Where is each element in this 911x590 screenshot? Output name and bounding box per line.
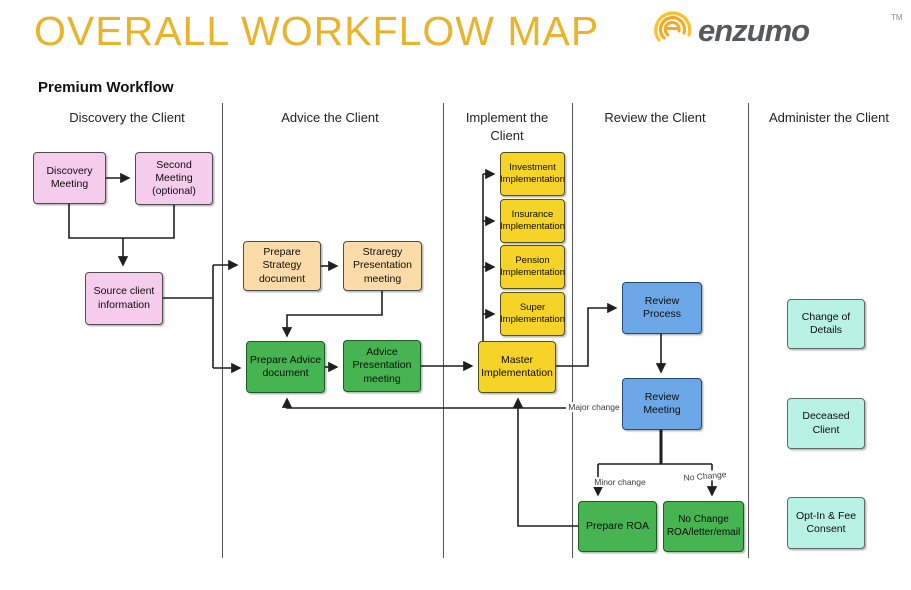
- enzumo-wordmark: enzumo: [698, 13, 809, 48]
- node-no-change-roa: No Change ROA/letter/email: [663, 501, 744, 552]
- column-divider-3: [572, 103, 573, 558]
- node-master-implementation: Master Implementation: [478, 341, 556, 393]
- node-deceased-client: Deceased Client: [787, 398, 865, 449]
- node-insurance-implementation: Insurance Implementation: [500, 199, 565, 243]
- page-title: OVERALL WORKFLOW MAP: [34, 8, 600, 54]
- enzumo-logo-icon: [654, 11, 692, 42]
- node-discovery-meeting: Discovery Meeting: [33, 152, 106, 204]
- node-super-implementation: Super Implementation: [500, 292, 565, 336]
- node-opt-in-fee-consent: Opt-In & Fee Consent: [787, 497, 865, 549]
- edge-presentation-to-advice: [281, 291, 383, 338]
- column-header-discovery: Discovery the Client: [69, 110, 185, 125]
- edge-master-to-reviewprocess: [556, 302, 618, 367]
- column-divider-4: [748, 103, 749, 558]
- trademark-symbol: TM: [891, 13, 903, 22]
- node-investment-implementation: Investment Implementation: [500, 152, 565, 196]
- edge-roa-to-master: [512, 397, 578, 527]
- column-header-review: Review the Client: [604, 110, 706, 125]
- node-change-of-details: Change of Details: [787, 299, 865, 349]
- column-header-advice: Advice the Client: [281, 110, 379, 125]
- enzumo-logo: enzumo TM: [654, 11, 903, 48]
- node-pension-implementation: Pension Implementation: [500, 245, 565, 289]
- node-strategy-presentation-meeting: Straregy Presentation meeting: [343, 241, 422, 291]
- node-prepare-strategy-document: Prepare Strategy document: [243, 241, 321, 291]
- node-prepare-advice-document: Prepare Advice document: [246, 341, 325, 393]
- node-prepare-roa: Prepare ROA: [578, 501, 657, 552]
- node-review-process: Review Process: [622, 282, 702, 334]
- column-header-implement: Implement the Client: [465, 110, 549, 143]
- column-divider-2: [443, 103, 444, 558]
- node-second-meeting: Second Meeting (optional): [135, 152, 213, 205]
- edge-label-major-change: Major change: [566, 402, 622, 412]
- edge-meetings-join: [68, 204, 175, 239]
- workflow-subtitle: Premium Workflow: [38, 79, 174, 96]
- edge-source-split: [162, 265, 214, 368]
- node-source-client-information: Source client information: [85, 272, 163, 325]
- column-header-administer: Administer the Client: [769, 110, 889, 125]
- node-review-meeting: Review Meeting: [622, 378, 702, 430]
- edge-label-minor-change: Minor change: [591, 477, 649, 487]
- edge-label-no-change: No Change: [679, 468, 731, 484]
- node-advice-presentation-meeting: Advice Presentation meeting: [343, 340, 421, 392]
- column-divider-1: [222, 103, 223, 558]
